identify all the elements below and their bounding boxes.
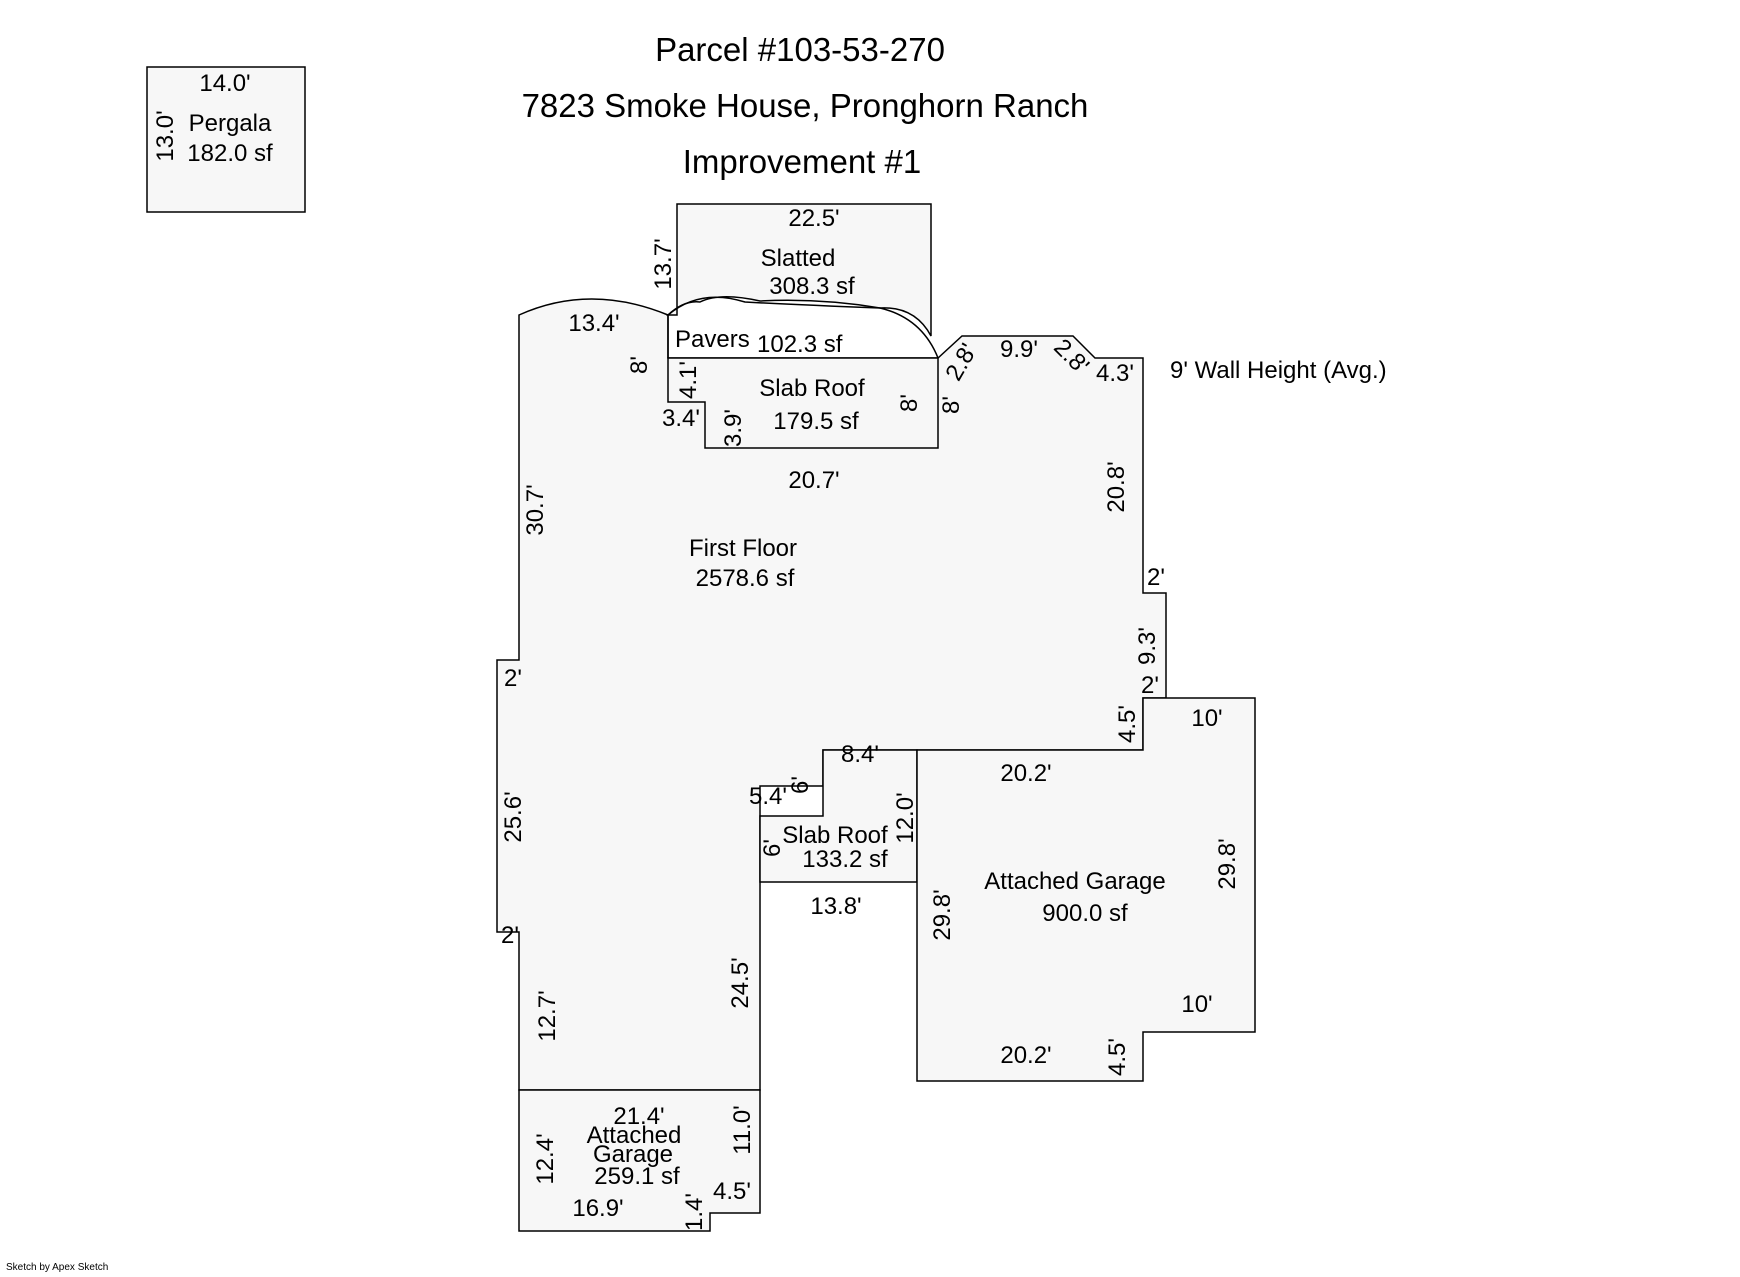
attached-garage-small-area-value: 259.1 sf: [594, 1163, 680, 1190]
slatted-label: Slatted: [761, 245, 836, 272]
small-garage-notch-v-dim: 1.4': [681, 1193, 708, 1231]
small-garage-bottom-dim: 16.9': [572, 1195, 623, 1222]
garage-top-dim: 20.2': [1000, 760, 1051, 787]
slab1-bottom-dim: 20.7': [788, 467, 839, 494]
attached-garage-area-value: 900.0 sf: [1042, 900, 1128, 927]
west-upper-dim: 30.7': [522, 484, 549, 535]
pergala-width-dim: 14.0': [199, 70, 250, 97]
garage-bottom-ext-dim: 10': [1181, 991, 1212, 1018]
first-floor-area: [496, 298, 1167, 1091]
attached-garage-small-area: [518, 1089, 761, 1232]
garage-link-dim: 4.5': [1114, 705, 1141, 743]
slab-roof-1-area-value: 179.5 sf: [773, 408, 859, 435]
garage-top-ext-dim: 10': [1191, 705, 1222, 732]
wall-height-note: 9' Wall Height (Avg.): [1170, 357, 1387, 384]
inner-west-dim: 24.5': [727, 957, 754, 1008]
slab1-right-dim: 8': [896, 394, 923, 412]
east-jog-1-dim: 2': [1147, 564, 1165, 591]
slatted-width-dim: 22.5': [788, 205, 839, 232]
attached-garage-small-label-1: Attached: [587, 1122, 682, 1149]
slab2-top-dim: 8.4': [841, 741, 879, 768]
parcel-title: Parcel #103-53-270: [655, 31, 945, 68]
slatted-height-dim: 13.7': [650, 238, 677, 289]
slatted-arc: [667, 296, 939, 359]
pergala-area: [146, 66, 306, 213]
slab1-inner-dim: 3.9': [720, 409, 747, 447]
west-mid-dim: 25.6': [500, 791, 527, 842]
garage-bottom-dim: 20.2': [1000, 1042, 1051, 1069]
pavers-area-value: 102.3 sf: [757, 331, 843, 358]
small-garage-left-dim: 12.4': [532, 1133, 559, 1184]
slab2-step-dim: 5.4': [749, 783, 787, 810]
slab1-left-dim: 4.1': [675, 361, 702, 399]
ne-drop-dim: 8': [938, 396, 965, 414]
pavers-drop-dim: 8': [626, 356, 653, 374]
slab2-left-dim: 6': [759, 839, 786, 857]
west-jog-1-dim: 2': [504, 665, 522, 692]
west-lower-dim: 12.7': [534, 990, 561, 1041]
slab2-right-dim: 12.0': [892, 792, 919, 843]
first-floor-label: First Floor: [689, 535, 797, 562]
garage-notch-dim: 4.5': [1104, 1038, 1131, 1076]
ne-top-dim: 9.9': [1000, 336, 1038, 363]
ne-step-dim: 4.3': [1096, 360, 1134, 387]
small-garage-right-dim: 11.0': [729, 1105, 756, 1155]
slab2-bottom-dim: 13.8': [810, 893, 861, 920]
slab-roof-2-area-value: 133.2 sf: [802, 846, 888, 873]
west-jog-2-dim: 2': [501, 922, 519, 949]
attached-garage-small-label-2: Garage: [593, 1141, 673, 1168]
pergala-height-dim: 13.0': [152, 110, 179, 161]
pavers-label: Pavers: [675, 326, 750, 353]
attached-garage-area: [916, 697, 1256, 1082]
small-garage-top-dim: 21.4': [613, 1103, 664, 1130]
garage-right-dim: 29.8': [1214, 838, 1241, 889]
attached-garage-label: Attached Garage: [984, 868, 1165, 895]
pergala-area-value: 182.0 sf: [187, 140, 273, 167]
slab-roof-1-area: [667, 357, 939, 449]
small-garage-notch-h-dim: 4.5': [713, 1178, 751, 1205]
garage-left-dim: 29.8': [929, 889, 956, 940]
slab2-jog-dim: 6': [787, 776, 814, 794]
pergala-label: Pergala: [189, 110, 272, 137]
improvement-title: Improvement #1: [683, 143, 921, 180]
east-jog-2-dim: 2': [1141, 672, 1159, 699]
address-title: 7823 Smoke House, Pronghorn Ranch: [522, 87, 1089, 124]
slatted-area-value: 308.3 sf: [769, 273, 855, 300]
slab-roof-2-label: Slab Roof: [782, 822, 888, 849]
sketch-credit: Sketch by Apex Sketch: [6, 1262, 108, 1273]
top-left-arc-dim: 13.4': [568, 310, 619, 337]
east-wall-2-dim: 9.3': [1134, 627, 1161, 665]
east-wall-dim: 20.8': [1103, 461, 1130, 512]
first-floor-area-value: 2578.6 sf: [696, 565, 795, 592]
slab-roof-1-label: Slab Roof: [759, 375, 865, 402]
slab1-step-dim: 3.4': [662, 405, 700, 432]
